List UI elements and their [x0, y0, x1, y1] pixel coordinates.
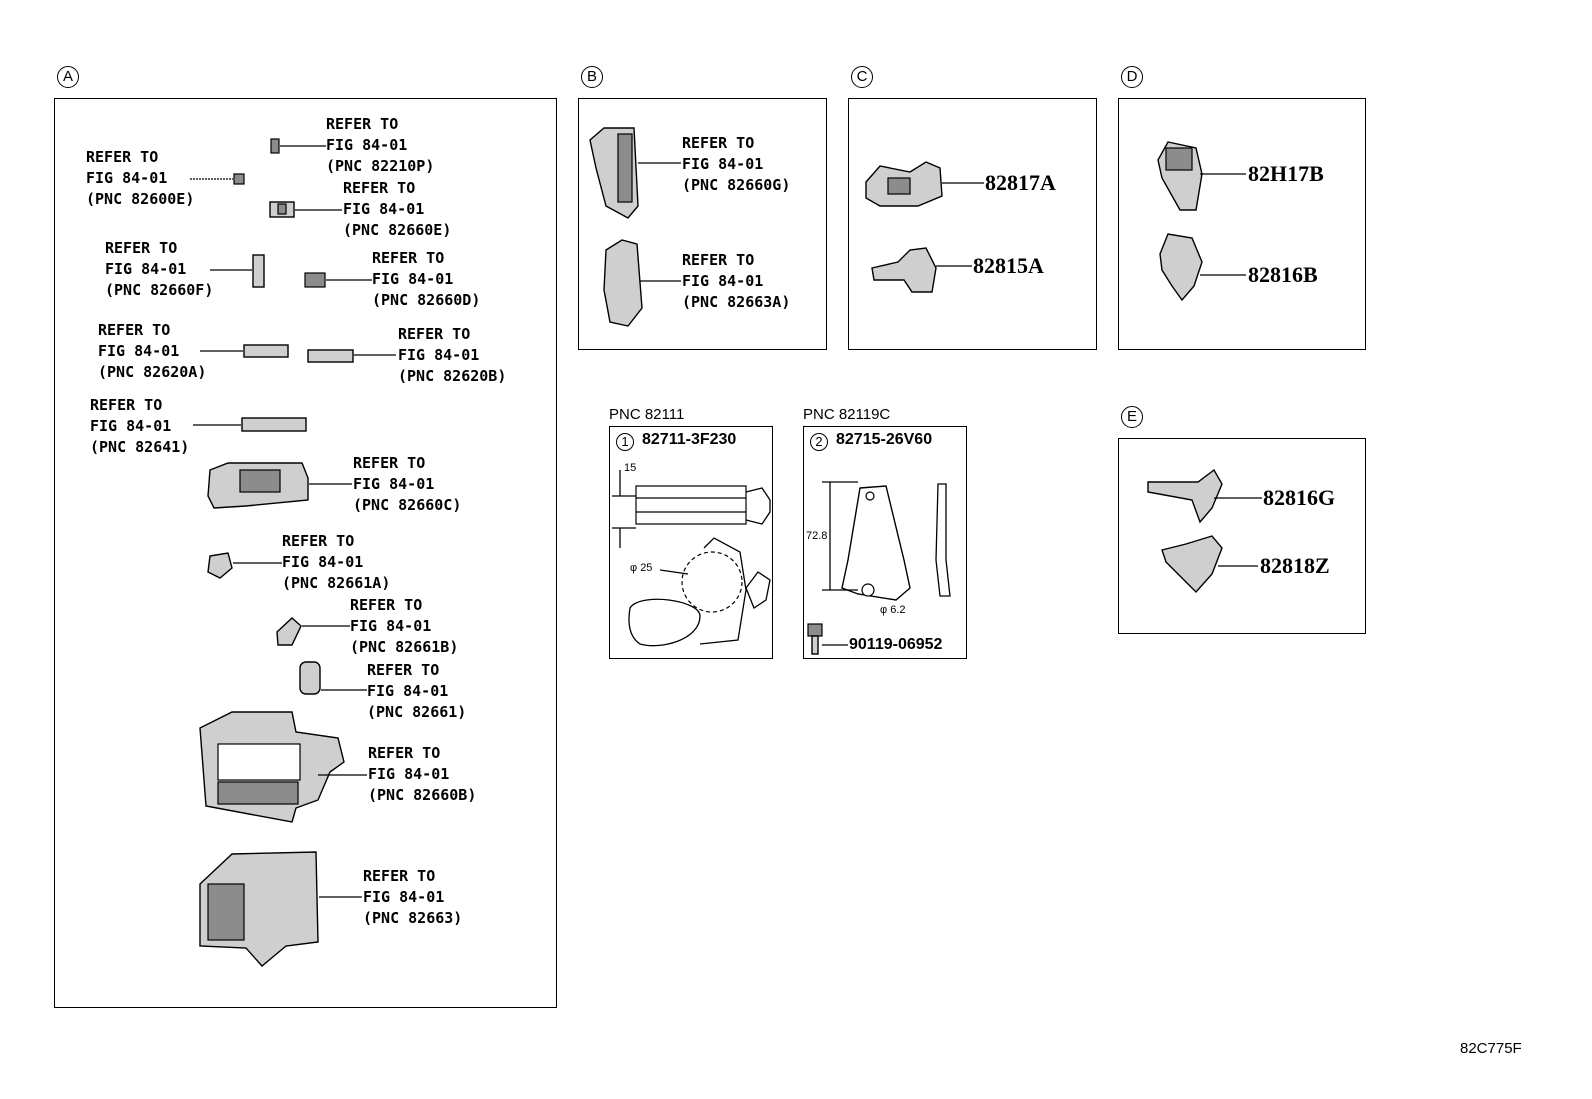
refer-line1: REFER TO — [682, 134, 755, 152]
refer-line2: FIG 84-01 — [363, 888, 445, 906]
refer-line1: REFER TO — [350, 596, 423, 614]
pnc-label: (PNC 82663) — [363, 909, 463, 927]
ref-82660e: REFER TO FIG 84-01 (PNC 82660E) — [343, 178, 451, 241]
pnc-label: (PNC 82210P) — [326, 157, 435, 175]
bolt-part-number[interactable]: 90119-06952 — [849, 636, 943, 653]
pnc-label: (PNC 82660E) — [343, 221, 452, 239]
clip2-pnc: PNC 82119C — [803, 406, 891, 423]
pnc-label: (PNC 82660C) — [353, 496, 462, 514]
refer-line1: REFER TO — [90, 396, 163, 414]
ref-82663a: REFER TO FIG 84-01 (PNC 82663A) — [682, 250, 790, 313]
section-b-label: B — [581, 66, 603, 88]
part-82815a[interactable]: 82815A — [973, 253, 1044, 278]
part-82816g[interactable]: 82816G — [1263, 485, 1336, 510]
pnc-label: (PNC 82620B) — [398, 367, 507, 385]
section-d-frame — [1118, 98, 1366, 350]
clip1-number: 1 — [616, 433, 634, 451]
refer-line2: FIG 84-01 — [367, 682, 449, 700]
ref-82661b: REFER TO FIG 84-01 (PNC 82661B) — [350, 595, 458, 658]
refer-line1: REFER TO — [282, 532, 355, 550]
part-82816b[interactable]: 82816B — [1248, 262, 1318, 287]
ref-82660b: REFER TO FIG 84-01 (PNC 82660B) — [368, 743, 476, 806]
ref-82661a: REFER TO FIG 84-01 (PNC 82661A) — [282, 531, 390, 594]
pnc-label: (PNC 82641) — [90, 438, 190, 456]
ref-82660g: REFER TO FIG 84-01 (PNC 82660G) — [682, 133, 790, 196]
pnc-label: (PNC 82661) — [367, 703, 467, 721]
part-82h17b[interactable]: 82H17B — [1248, 161, 1324, 186]
refer-line2: FIG 84-01 — [343, 200, 425, 218]
ref-82660f: REFER TO FIG 84-01 (PNC 82660F) — [105, 238, 213, 301]
refer-line1: REFER TO — [682, 251, 755, 269]
clip2-frame — [803, 426, 967, 659]
clip2-dim-height: 72.8 — [806, 530, 828, 542]
pnc-label: (PNC 82663A) — [682, 293, 791, 311]
refer-line1: REFER TO — [353, 454, 426, 472]
section-c-frame — [848, 98, 1097, 350]
ref-82663: REFER TO FIG 84-01 (PNC 82663) — [363, 866, 462, 929]
refer-line1: REFER TO — [86, 148, 159, 166]
refer-line2: FIG 84-01 — [682, 155, 764, 173]
section-c-label: C — [851, 66, 873, 88]
refer-line2: FIG 84-01 — [90, 417, 172, 435]
refer-line1: REFER TO — [363, 867, 436, 885]
refer-line1: REFER TO — [367, 661, 440, 679]
pnc-label: (PNC 82620A) — [98, 363, 207, 381]
clip2-number: 2 — [810, 433, 828, 451]
ref-82620a: REFER TO FIG 84-01 (PNC 82620A) — [98, 320, 206, 383]
refer-line2: FIG 84-01 — [682, 272, 764, 290]
pnc-label: (PNC 82660B) — [368, 786, 477, 804]
clip1-part-number[interactable]: 82711-3F230 — [642, 431, 737, 448]
part-82817a[interactable]: 82817A — [985, 170, 1056, 195]
ref-82660c: REFER TO FIG 84-01 (PNC 82660C) — [353, 453, 461, 516]
refer-line1: REFER TO — [368, 744, 441, 762]
refer-line2: FIG 84-01 — [326, 136, 408, 154]
refer-line2: FIG 84-01 — [372, 270, 454, 288]
refer-line2: FIG 84-01 — [398, 346, 480, 364]
section-b-frame — [578, 98, 827, 350]
ref-82620b: REFER TO FIG 84-01 (PNC 82620B) — [398, 324, 506, 387]
ref-82210p: REFER TO FIG 84-01 (PNC 82210P) — [326, 114, 434, 177]
clip2-part-number[interactable]: 82715-26V60 — [836, 431, 933, 448]
ref-82660d: REFER TO FIG 84-01 (PNC 82660D) — [372, 248, 480, 311]
clip2-dim-diameter: φ 6.2 — [880, 604, 906, 616]
refer-line1: REFER TO — [343, 179, 416, 197]
refer-line1: REFER TO — [98, 321, 171, 339]
section-e-frame — [1118, 438, 1366, 634]
ref-82661: REFER TO FIG 84-01 (PNC 82661) — [367, 660, 466, 723]
clip1-pnc: PNC 82111 — [609, 406, 685, 423]
clip1-frame — [609, 426, 773, 659]
refer-line1: REFER TO — [372, 249, 445, 267]
pnc-label: (PNC 82660D) — [372, 291, 481, 309]
refer-line2: FIG 84-01 — [98, 342, 180, 360]
pnc-label: (PNC 82661B) — [350, 638, 459, 656]
pnc-label: (PNC 82661A) — [282, 574, 391, 592]
refer-line2: FIG 84-01 — [86, 169, 168, 187]
pnc-label: (PNC 82660G) — [682, 176, 791, 194]
pnc-label: (PNC 82600E) — [86, 190, 195, 208]
part-82818z[interactable]: 82818Z — [1260, 553, 1330, 578]
ref-82600e: REFER TO FIG 84-01 (PNC 82600E) — [86, 147, 194, 210]
ref-82641: REFER TO FIG 84-01 (PNC 82641) — [90, 395, 189, 458]
refer-line2: FIG 84-01 — [350, 617, 432, 635]
refer-line1: REFER TO — [105, 239, 178, 257]
refer-line1: REFER TO — [398, 325, 471, 343]
refer-line2: FIG 84-01 — [353, 475, 435, 493]
clip1-dim-height: 15 — [624, 462, 637, 474]
refer-line2: FIG 84-01 — [368, 765, 450, 783]
section-a-frame — [54, 98, 557, 1008]
pnc-label: (PNC 82660F) — [105, 281, 214, 299]
section-d-label: D — [1121, 66, 1143, 88]
refer-line2: FIG 84-01 — [105, 260, 187, 278]
section-e-label: E — [1121, 406, 1143, 428]
clip1-dim-diameter: φ 25 — [630, 562, 653, 574]
diagram-code: 82C775F — [1460, 1040, 1522, 1057]
section-a-label: A — [57, 66, 79, 88]
refer-line1: REFER TO — [326, 115, 399, 133]
refer-line2: FIG 84-01 — [282, 553, 364, 571]
